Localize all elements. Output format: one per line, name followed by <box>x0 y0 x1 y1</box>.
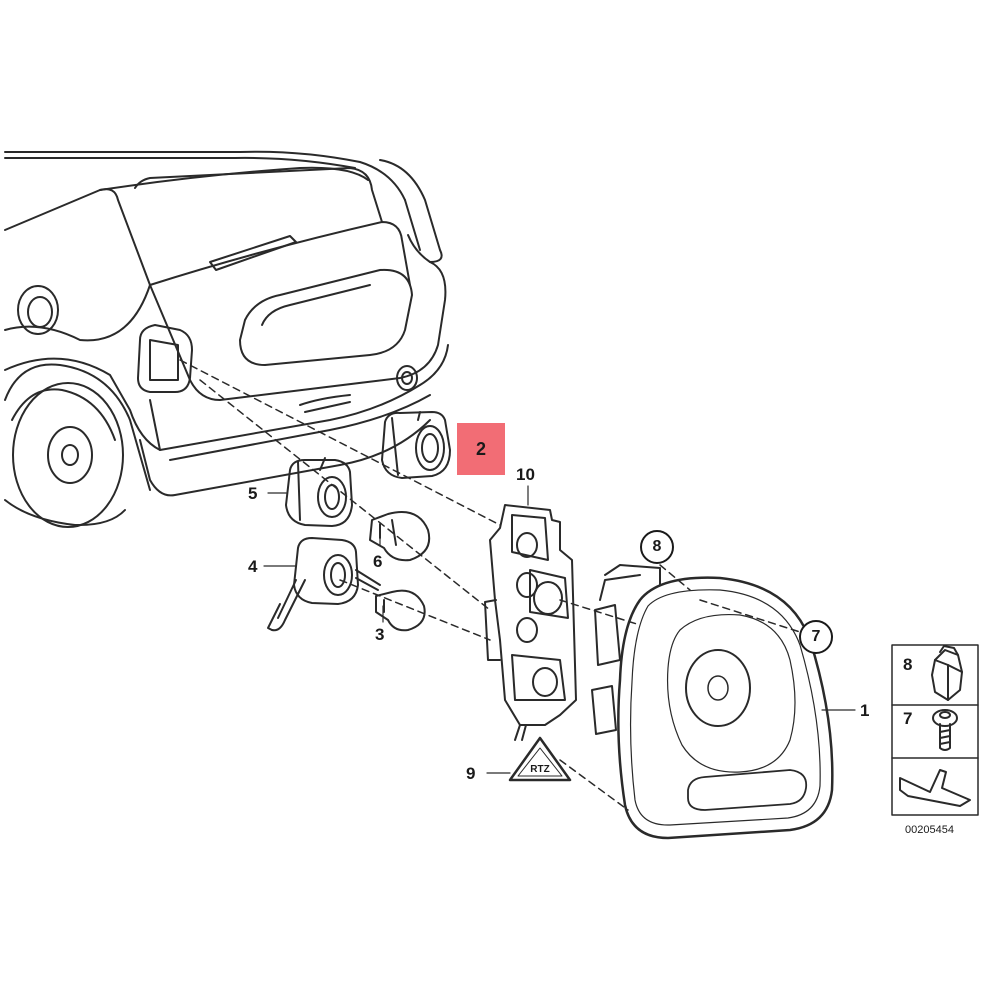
part-2-bulb-socket <box>381 411 451 479</box>
callout-9: 9 <box>466 764 476 783</box>
part-4-bulb-socket-with-wire <box>267 537 381 632</box>
legend-number-8: 8 <box>903 655 913 674</box>
callout-6: 6 <box>373 552 383 571</box>
legend-number-7: 7 <box>903 709 913 728</box>
legend-connector-symbol <box>899 769 971 807</box>
legend-bolt <box>932 709 958 751</box>
part-9-warning-label <box>508 736 572 782</box>
callout-7: 7 <box>799 620 833 654</box>
part-1-tail-light-assembly <box>591 564 834 840</box>
legend-clip-nut <box>931 645 963 701</box>
warning-label-text: RTZ <box>530 764 549 775</box>
callout-3: 3 <box>375 625 385 644</box>
callout-1: 1 <box>860 701 870 720</box>
callout-10: 10 <box>516 465 535 484</box>
part-5-bulb-socket <box>285 457 353 527</box>
legend-frame <box>891 644 979 816</box>
callout-2-highlighted: 2 <box>457 423 505 475</box>
callout-4: 4 <box>248 557 258 576</box>
diagram-reference-number: 00205454 <box>905 824 954 836</box>
car-rear-illustration <box>4 150 449 528</box>
callout-5: 5 <box>248 484 258 503</box>
callout-8: 8 <box>640 530 674 564</box>
part-3-bulb <box>375 589 426 632</box>
part-10-bulb-carrier <box>484 504 577 741</box>
